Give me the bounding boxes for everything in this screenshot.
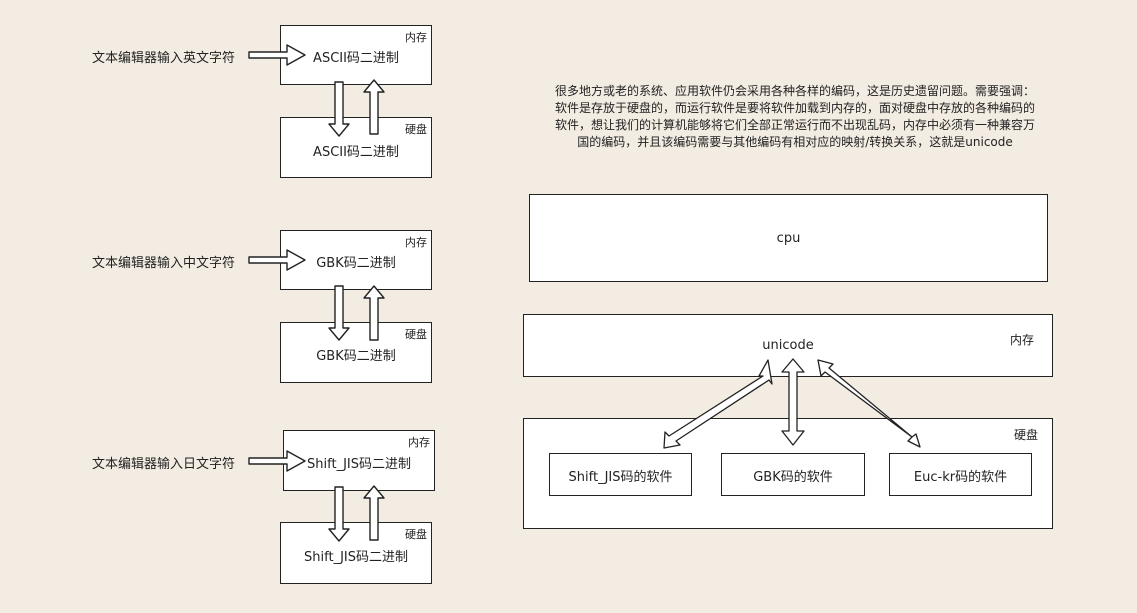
disk-tag: 硬盘 (1013, 428, 1038, 442)
cpu-label: cpu (776, 231, 801, 246)
disk-encoding-label: GBK码二进制 (316, 349, 396, 364)
memory-encoding-label: ASCII码二进制 (313, 51, 399, 66)
software-box-euc-kr: Euc-kr码的软件 (889, 453, 1032, 496)
memory-encoding-label: Shift_JIS码二进制 (307, 457, 411, 472)
software-label: GBK码的软件 (753, 470, 833, 485)
memory-box: 内存 ASCII码二进制 (280, 25, 432, 85)
software-label: Shift_JIS码的软件 (568, 470, 673, 485)
disk-tag: 硬盘 (405, 123, 427, 136)
software-label: Euc-kr码的软件 (913, 470, 1008, 485)
explanation-line: 软件是存放于硬盘的，而运行软件是要将软件加载到内存的，面对硬盘中存放的各种编码的 (554, 101, 1035, 115)
disk-box: 硬盘 ASCII码二进制 (280, 117, 432, 178)
disk-encoding-label: Shift_JIS码二进制 (304, 550, 408, 565)
explanation-paragraph: 很多地方或老的系统、应用软件仍会采用各种各样的编码，这是历史遗留问题。需要强调：… (505, 83, 1085, 151)
input-label: 文本编辑器输入日文字符 (92, 457, 236, 472)
explanation-line: 软件，想让我们的计算机能够将它们全部正常运行而不出现乱码，内存中必须有一种兼容万 (554, 118, 1035, 132)
input-label: 文本编辑器输入中文字符 (92, 256, 236, 271)
memory-tag: 内存 (408, 436, 430, 449)
input-label: 文本编辑器输入英文字符 (92, 51, 236, 66)
disk-box: 硬盘 Shift_JIS码二进制 (280, 522, 432, 584)
memory-encoding-label: GBK码二进制 (316, 256, 396, 271)
memory-tag: 内存 (405, 31, 427, 44)
memory-box: 内存 GBK码二进制 (280, 230, 432, 290)
explanation-line: 很多地方或老的系统、应用软件仍会采用各种各样的编码，这是历史遗留问题。需要强调： (554, 84, 1035, 98)
disk-tag: 硬盘 (405, 528, 427, 541)
memory-tag: 内存 (405, 236, 427, 249)
architecture-memory-box: 内存 unicode (523, 314, 1053, 377)
explanation-line: 国的编码，并且该编码需要与其他编码有相对应的映射/转换关系，这就是unicode (577, 135, 1013, 149)
software-box-shift-jis: Shift_JIS码的软件 (549, 453, 692, 496)
disk-encoding-label: ASCII码二进制 (313, 145, 399, 160)
memory-box: 内存 Shift_JIS码二进制 (283, 430, 435, 491)
disk-tag: 硬盘 (405, 328, 427, 341)
cpu-box: cpu (529, 194, 1048, 282)
unicode-label: unicode (762, 338, 814, 353)
disk-box: 硬盘 GBK码二进制 (280, 322, 432, 383)
software-box-gbk: GBK码的软件 (721, 453, 865, 496)
memory-tag: 内存 (1009, 333, 1034, 347)
